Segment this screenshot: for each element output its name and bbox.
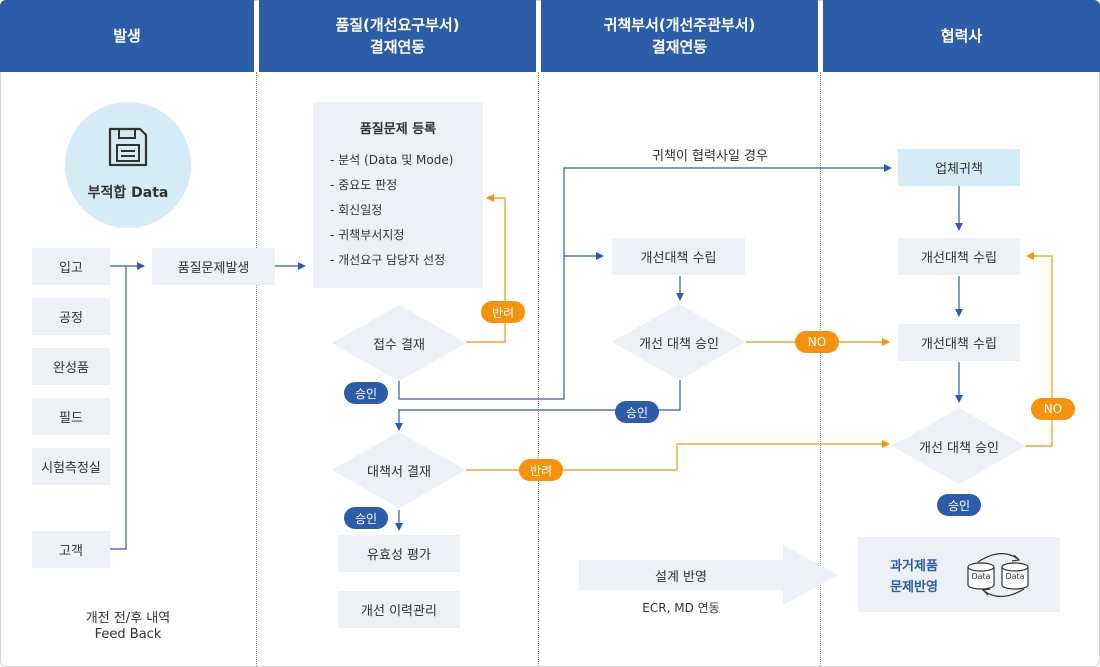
partner-responsible-case-label: 귀책이 협력사일 경우 [652,149,768,164]
countermeasure-approval-decision: 대책서 결재 [332,432,466,508]
quality-issue-register-box: 품질문제 등록 - 분석 (Data 및 Mode) - 중요도 판정 - 회신… [313,102,483,288]
source-process: 공정 [32,298,110,335]
nonconformity-data-badge: 부적합 Data [65,102,191,228]
header-occurrence: 발생 [0,0,254,72]
improvement-approval-decision-vendor: 개선 대책 승인 [892,408,1026,484]
reject-badge: 반려 [519,459,563,481]
receipt-approval-label: 접수 결재 [373,337,425,353]
register-item: - 중요도 판정 [330,178,398,192]
improvement-approval-label: 개선 대책 승인 [638,336,720,352]
vendor-responsibility: 업체귀책 [898,149,1020,186]
no-badge: NO [795,331,839,353]
improvement-plan-dept: 개선대책 수립 [612,238,745,275]
feedback-line1: 개전 전/후 내역 [85,611,171,626]
approve-badge: 승인 [937,494,981,516]
source-customer: 고객 [32,531,110,568]
database-label-2: Data [1005,572,1025,581]
past-product-line2: 문제반영 [890,580,938,595]
database-sync-icon [967,553,1029,598]
countermeasure-approval-label: 대책서 결재 [367,464,431,480]
source-finished-goods: 완성품 [32,348,110,385]
vendor-approval-label: 개선 대책 승인 [918,440,1000,456]
improvement-plan-vendor-2: 개선대책 수립 [898,324,1020,361]
header-partner: 협력사 [823,0,1100,72]
design-reflect-label: 설계 반영 [655,570,707,585]
nonconformity-data-label: 부적합 Data [87,185,169,201]
effectiveness-evaluation: 유효성 평가 [338,535,460,572]
column-divider [256,72,257,666]
feedback-line2: Feed Back [94,627,162,642]
column-divider [538,72,539,666]
no-badge: NO [1031,398,1075,420]
register-item: - 회신일정 [330,203,383,217]
receipt-approval-decision: 접수 결재 [332,305,466,381]
source-incoming: 입고 [32,248,110,285]
header-quality: 품질(개선요구부서) 결재연동 [259,0,536,72]
register-title: 품질문제 등록 [359,122,437,137]
source-test-lab: 시험측정실 [32,448,110,485]
header-responsible: 귀책부서(개선주관부서) 결재연동 [541,0,818,72]
past-product-line1: 과거제품 [890,559,938,574]
quality-issue-occurred: 품질문제발생 [152,248,275,285]
improvement-history: 개선 이력관리 [338,591,460,628]
ecr-md-link-label: ECR, MD 연동 [642,601,720,615]
reject-badge: 반려 [481,301,525,323]
source-field: 필드 [32,398,110,435]
approve-badge: 승인 [344,382,388,404]
register-item: - 개선요구 담당자 선정 [330,253,446,267]
register-item: - 귀책부서지정 [330,228,405,242]
database-label-1: Data [971,572,991,581]
register-item: - 분석 (Data 및 Mode) [330,153,454,167]
improvement-plan-vendor-1: 개선대책 수립 [898,238,1020,275]
approve-badge: 승인 [344,507,388,529]
past-product-reflection-box: 과거제품 문제반영 Data Data [858,537,1060,612]
floppy-disk-icon [108,127,148,167]
approve-badge: 승인 [615,401,659,423]
improvement-approval-decision-dept: 개선 대책 승인 [612,304,746,380]
